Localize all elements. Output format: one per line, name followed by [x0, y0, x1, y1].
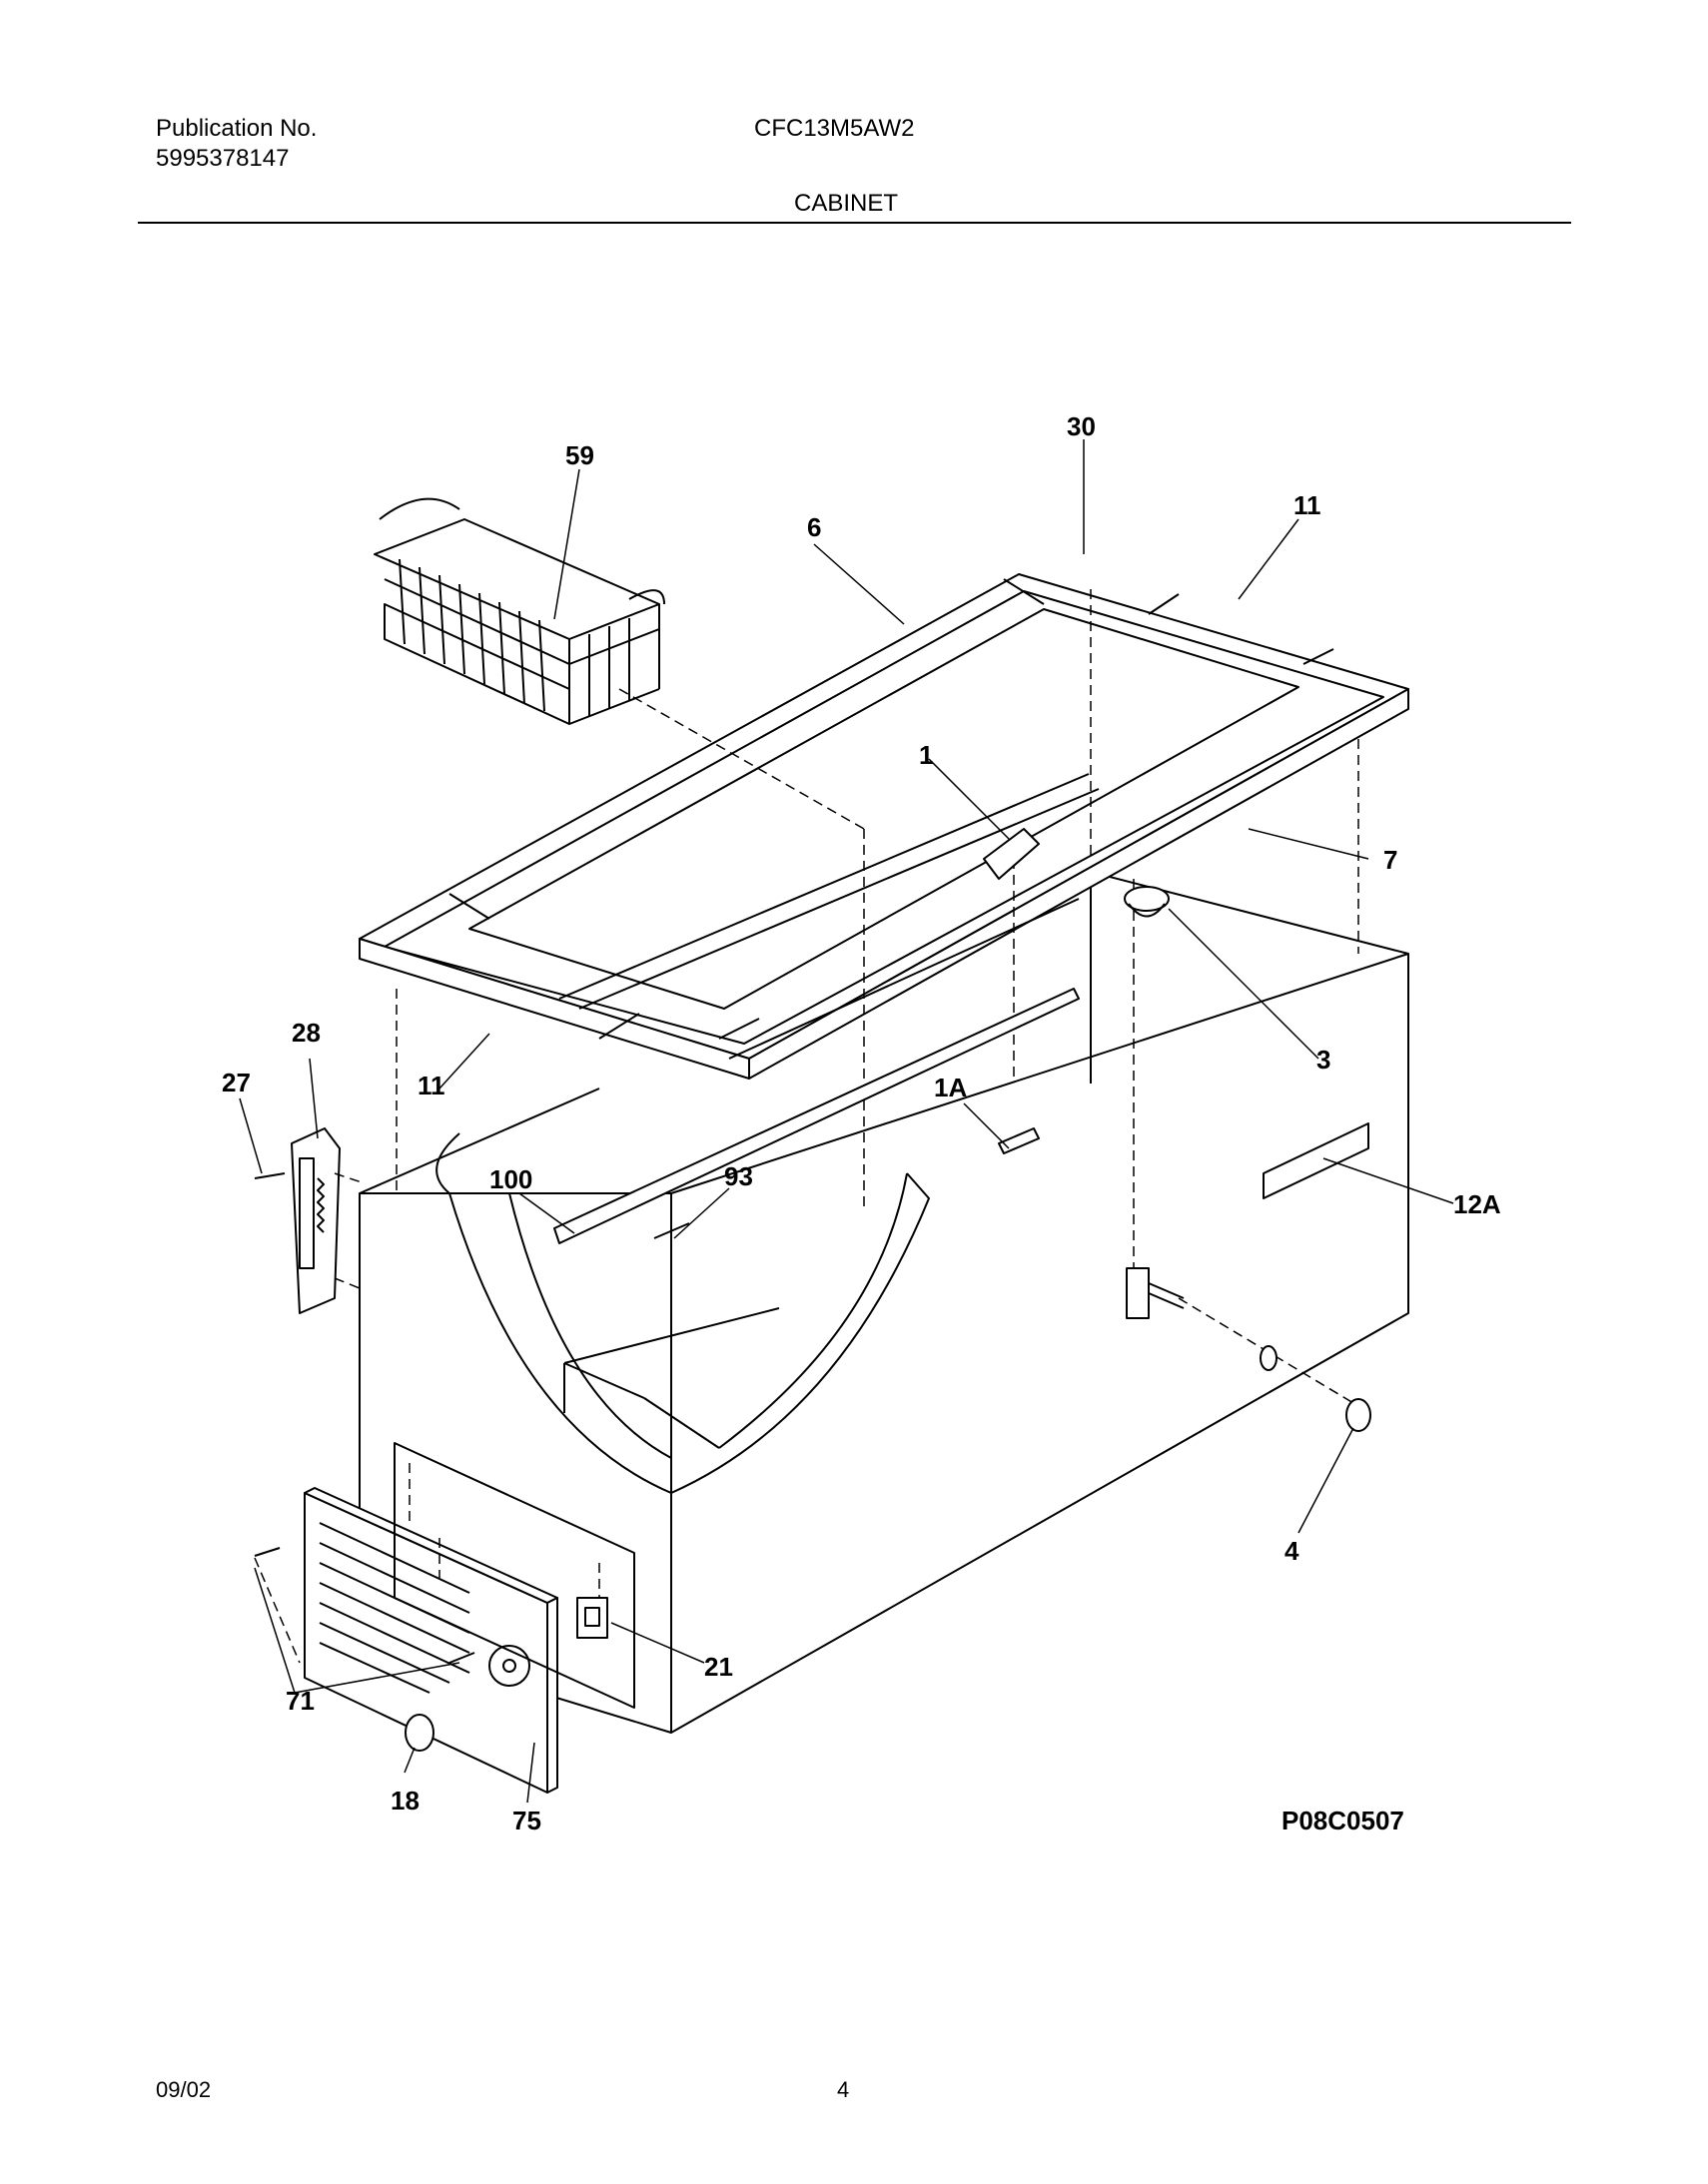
callout-1: 1 — [919, 740, 933, 770]
assembly-lines — [254, 589, 1359, 1664]
wire-basket — [374, 497, 665, 725]
callout-11-bottom: 11 — [418, 1071, 445, 1100]
page-number: 4 — [837, 2077, 850, 2102]
section-title: CABINET — [794, 190, 899, 217]
model-number: CFC13M5AW2 — [754, 115, 915, 142]
callout-21: 21 — [704, 1652, 733, 1682]
callout-27: 27 — [222, 1068, 251, 1097]
callout-leaders — [239, 439, 1454, 1804]
switch-part — [576, 1597, 608, 1639]
header-rule — [138, 222, 1571, 224]
callout-75: 75 — [512, 1806, 541, 1835]
callout-6: 6 — [807, 512, 821, 542]
callout-59: 59 — [565, 440, 594, 470]
callout-4: 4 — [1284, 1536, 1299, 1566]
callout-12a: 12A — [1453, 1189, 1501, 1219]
grille-panel — [304, 1487, 558, 1794]
drawing-code: P08C0507 — [1281, 1806, 1404, 1835]
callout-71: 71 — [286, 1686, 315, 1716]
footer-date: 09/02 — [156, 2077, 212, 2102]
callout-18: 18 — [391, 1786, 420, 1816]
callout-1a: 1A — [934, 1073, 967, 1102]
callout-3: 3 — [1316, 1045, 1330, 1075]
callout-7: 7 — [1383, 845, 1397, 875]
lid-frame — [359, 573, 1409, 1080]
callout-93: 93 — [724, 1161, 753, 1191]
callout-30: 30 — [1067, 411, 1096, 441]
hinge-part — [291, 1127, 341, 1314]
callout-11-top: 11 — [1293, 490, 1321, 520]
cabinet-body — [359, 859, 1409, 1734]
publication-label: Publication No. — [156, 115, 318, 142]
callout-28: 28 — [292, 1018, 321, 1048]
publication-number: 5995378147 — [156, 145, 290, 172]
callout-100: 100 — [489, 1164, 532, 1194]
